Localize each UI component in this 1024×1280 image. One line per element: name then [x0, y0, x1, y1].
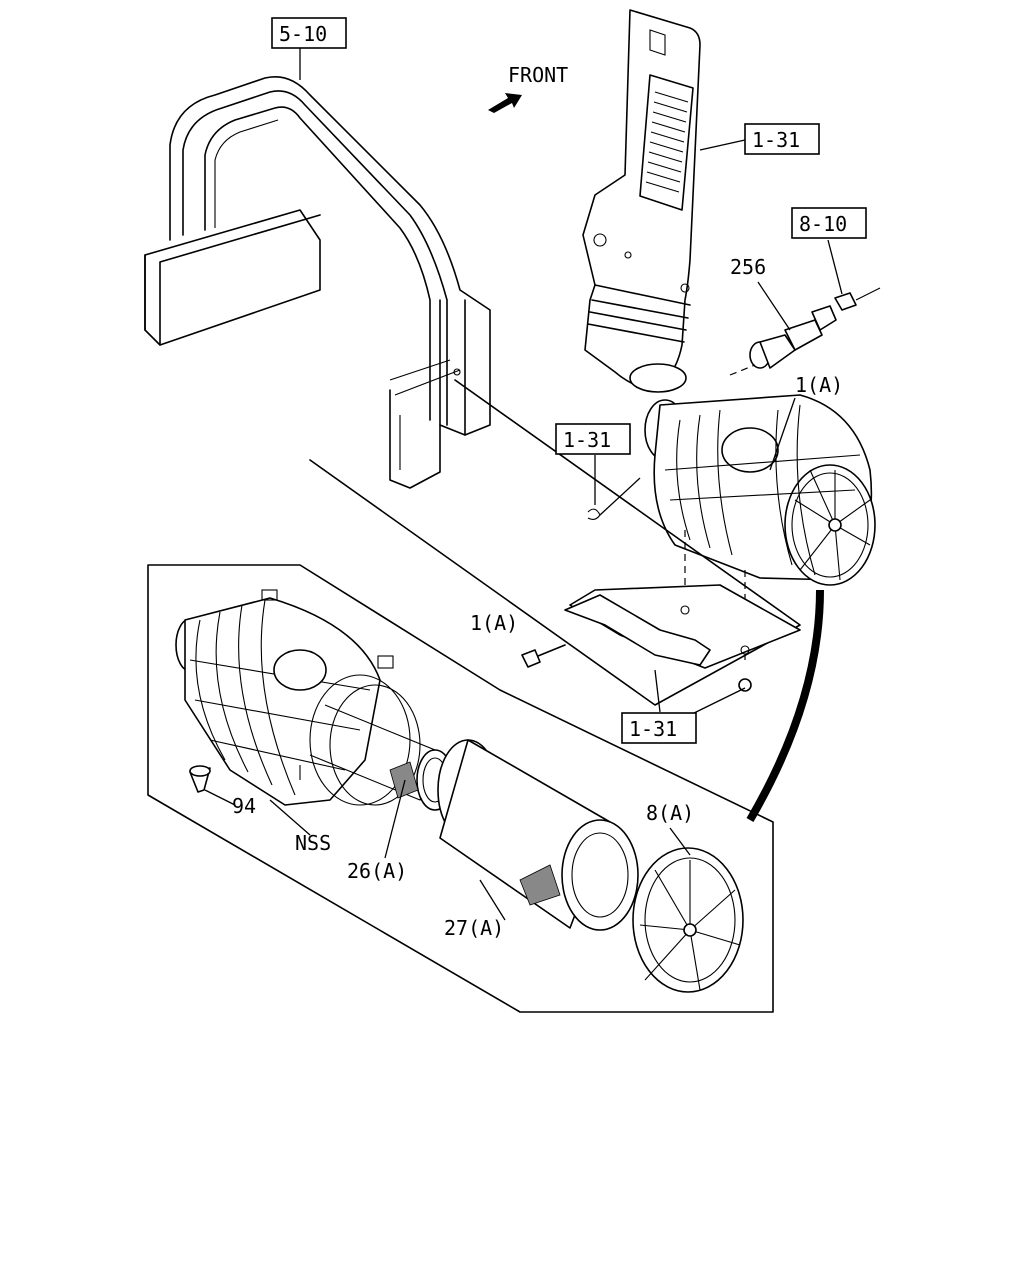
callout-1a-detail: 1(A)	[470, 611, 518, 635]
frame-rail-drawing	[144, 48, 491, 489]
air-cleaner-housing-drawing	[175, 589, 421, 836]
ref-bracket: 1-31	[621, 712, 697, 744]
ref-sensor: 8-10	[791, 207, 867, 239]
front-label: FRONT	[508, 63, 568, 87]
outer-element-drawing	[437, 739, 639, 931]
callout-8a: 8(A)	[646, 801, 694, 825]
callout-nss: NSS	[295, 831, 331, 855]
svg-text:1-31: 1-31	[629, 717, 677, 741]
callout-26a: 26(A)	[347, 859, 407, 883]
svg-text:5-10: 5-10	[279, 22, 327, 46]
intake-duct-drawing	[582, 9, 746, 393]
callout-256: 256	[730, 255, 766, 279]
svg-text:8-10: 8-10	[799, 212, 847, 236]
callout-1a-top: 1(A)	[795, 373, 843, 397]
ref-frame: 5-10	[271, 17, 347, 49]
air-cleaner-installed-drawing	[587, 394, 876, 823]
restriction-indicator-drawing	[729, 239, 881, 376]
svg-text:1-31: 1-31	[752, 128, 800, 152]
svg-text:1-31: 1-31	[563, 428, 611, 452]
arrow-front-icon	[488, 93, 522, 113]
mounting-bracket-drawing	[309, 379, 801, 716]
callout-94: 94	[232, 794, 256, 818]
end-cover-drawing	[632, 827, 744, 993]
callout-27a: 27(A)	[444, 916, 504, 940]
ref-intake-duct: 1-31	[744, 123, 820, 155]
ref-clip: 1-31	[555, 423, 631, 455]
detail-view-border	[147, 564, 774, 1013]
